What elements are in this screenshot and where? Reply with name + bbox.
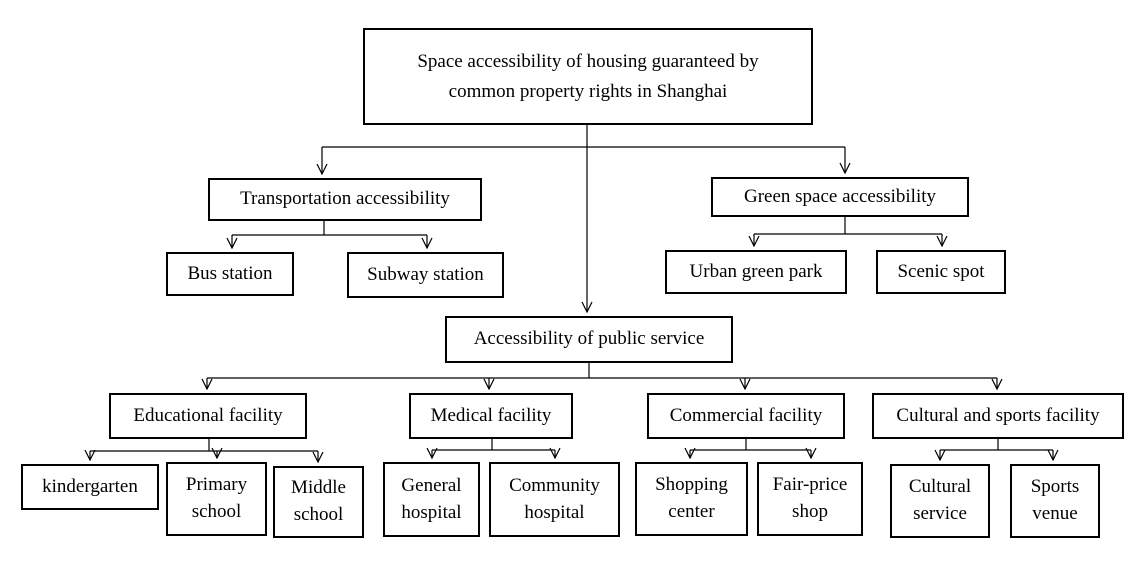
shopping-center-node: Shopping center — [635, 462, 748, 536]
kindergarten-node: kindergarten — [21, 464, 159, 510]
sports-venue-node: Sports venue — [1010, 464, 1100, 538]
cultural-sports-facility-node: Cultural and sports facility — [872, 393, 1124, 439]
bus-station-node: Bus station — [166, 252, 294, 296]
medical-facility-node: Medical facility — [409, 393, 573, 439]
cultural-service-node: Cultural service — [890, 464, 990, 538]
fair-price-shop-node: Fair-price shop — [757, 462, 863, 536]
community-hospital-node: Community hospital — [489, 462, 620, 537]
public-service-accessibility-node: Accessibility of public service — [445, 316, 733, 363]
general-hospital-node: General hospital — [383, 462, 480, 537]
transportation-accessibility-node: Transportation accessibility — [208, 178, 482, 221]
subway-station-node: Subway station — [347, 252, 504, 298]
urban-green-park-node: Urban green park — [665, 250, 847, 294]
green-space-accessibility-node: Green space accessibility — [711, 177, 969, 217]
educational-facility-node: Educational facility — [109, 393, 307, 439]
scenic-spot-node: Scenic spot — [876, 250, 1006, 294]
commercial-facility-node: Commercial facility — [647, 393, 845, 439]
middle-school-node: Middle school — [273, 466, 364, 538]
primary-school-node: Primary school — [166, 462, 267, 536]
root-node: Space accessibility of housing guarantee… — [363, 28, 813, 125]
